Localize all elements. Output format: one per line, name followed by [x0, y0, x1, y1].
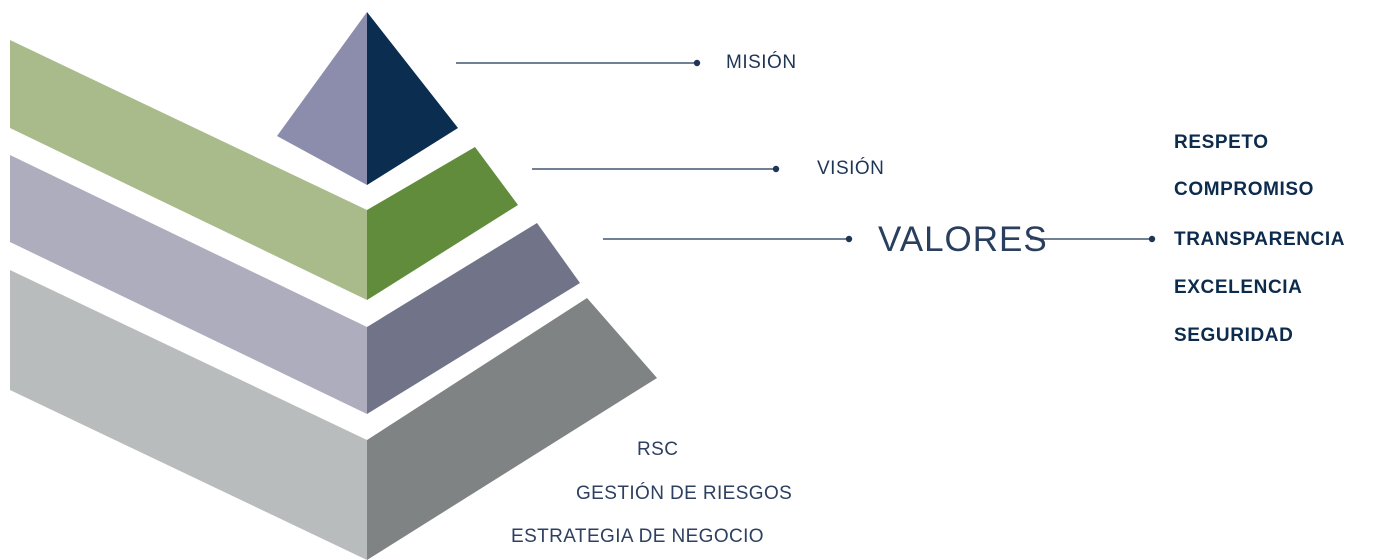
base-layer-left-face [10, 270, 367, 560]
valores-connector-dot [845, 235, 853, 243]
vision-layer-right-face [367, 147, 518, 300]
base-label-estrategia-negocio: ESTRATEGIA DE NEGOCIO [511, 526, 764, 547]
values-connector-dot [1148, 235, 1156, 243]
base-layer-right-face [367, 298, 657, 560]
valores-layer-right-face [367, 223, 580, 414]
value-item: EXCELENCIA [1174, 277, 1303, 298]
mision-tip-right-face [367, 12, 458, 185]
valores-label: VALORES [878, 220, 1048, 259]
mision-tip-left-face [277, 12, 367, 185]
vision-layer-left-face [10, 40, 367, 300]
valores-layer-left-face [10, 155, 367, 414]
base-label-rsc: RSC [637, 439, 679, 460]
value-item: RESPETO [1174, 132, 1269, 153]
value-item: COMPROMISO [1174, 179, 1315, 200]
vision-connector-dot [772, 165, 780, 173]
base-label-gestion-riesgos: GESTIÓN DE RIESGOS [576, 483, 793, 504]
vision-label: VISIÓN [817, 158, 885, 179]
value-item: SEGURIDAD [1174, 325, 1294, 346]
value-item: TRANSPARENCIA [1174, 229, 1346, 250]
mision-connector-dot [693, 59, 701, 67]
mision-label: MISIÓN [726, 52, 797, 73]
